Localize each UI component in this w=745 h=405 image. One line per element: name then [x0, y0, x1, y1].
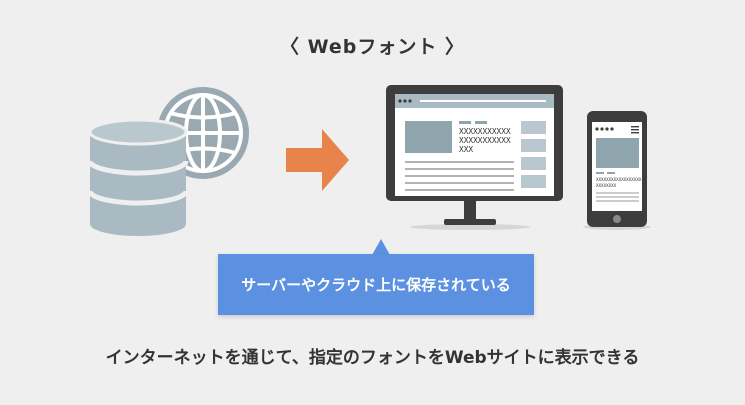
callout-pointer — [372, 239, 390, 255]
storage-callout: サーバーやクラウド上に保存されている — [218, 254, 534, 315]
monitor-text-line-2: XXXXXXXXXXX — [459, 136, 511, 145]
caption-text: インターネットを通じて、指定のフォントをWebサイトに表示できる — [105, 348, 640, 368]
arrow-right-icon — [286, 129, 349, 191]
phone-text-line-2: XXXXXXXX — [596, 183, 617, 188]
callout-label: サーバーやクラウド上に保存されている — [241, 276, 511, 294]
phone-text-line-1: XXXXXXXXXXXXXXXXXX — [596, 177, 642, 182]
monitor-text-line-1: XXXXXXXXXXX — [459, 127, 511, 136]
desktop-monitor-icon: XXXXXXXXXXX XXXXXXXXXXX XXX — [386, 85, 563, 230]
page-title: 〈 Webフォント 〉 — [280, 36, 465, 58]
monitor-text-line-3: XXX — [459, 145, 473, 154]
smartphone-icon: XXXXXXXXXXXXXXXXXX XXXXXXXX — [583, 111, 651, 230]
database-icon — [87, 118, 189, 236]
